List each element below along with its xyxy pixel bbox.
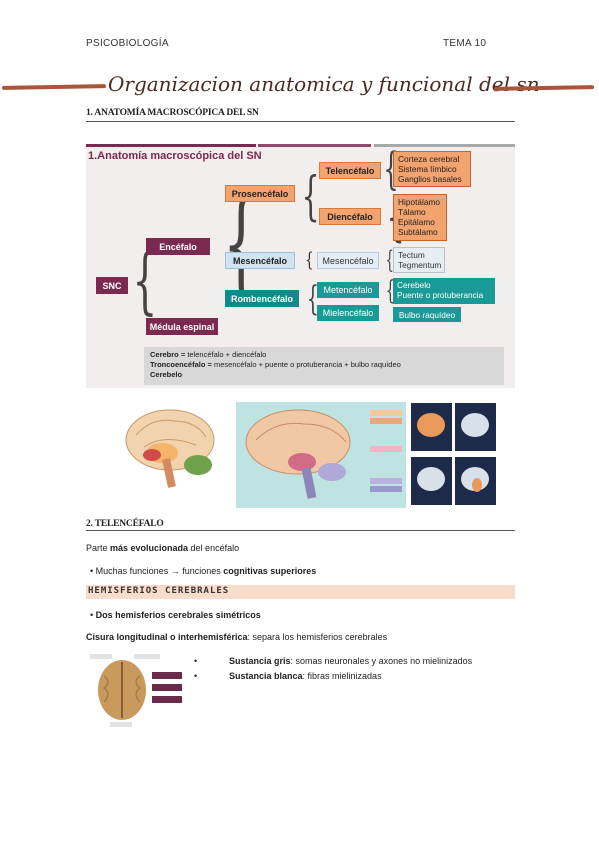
title-stroke-right bbox=[493, 85, 595, 91]
list-item: Cerebelo bbox=[397, 280, 431, 290]
brain-divisions-illustration bbox=[236, 402, 406, 508]
cisura-text: Cisura longitudinal o interhemisférica: … bbox=[86, 632, 388, 642]
diencefalo-box: Diencéfalo bbox=[319, 208, 381, 225]
header-subject: PSICOBIOLOGÍA bbox=[86, 38, 169, 49]
section-rule bbox=[86, 530, 515, 531]
rombencefalo-box: Rombencéfalo bbox=[225, 290, 299, 307]
sustancia-blanca-item: • bbox=[194, 671, 198, 681]
list-item: Tegmentum bbox=[398, 260, 442, 270]
list-item: Tectum bbox=[398, 250, 425, 260]
section-heading-telencefalo: 2. TELENCÉFALO bbox=[86, 519, 164, 529]
list-item: Subtálamo bbox=[398, 227, 438, 237]
sn-diagram: 1.Anatomía macroscópica del SN SNC { Enc… bbox=[86, 144, 515, 388]
summary-box: Cerebro = telencéfalo + diencéfalo Tronc… bbox=[144, 347, 504, 385]
list-item: Puente o protuberancia bbox=[397, 290, 484, 300]
metencefalo-box: Metencéfalo bbox=[317, 282, 379, 298]
summary-line: Cerebelo bbox=[150, 370, 183, 379]
sustancia-gris-text: Sustancia gris: somas neuronales y axone… bbox=[229, 656, 473, 666]
brace-metencefalo: { bbox=[385, 276, 395, 306]
mielencefalo-box: Mielencéfalo bbox=[317, 305, 379, 321]
section-heading-anatomia: 1. ANATOMÍA MACROSCÓPICA DEL SN bbox=[86, 108, 259, 118]
encefalo-box: Encéfalo bbox=[146, 238, 210, 255]
metencefalo-list: Cerebelo Puente o protuberancia bbox=[393, 278, 495, 304]
telencefalo-box: Telencéfalo bbox=[319, 162, 381, 179]
diagram-bar-purple bbox=[258, 144, 371, 147]
brace-prosencefalo: { bbox=[301, 167, 320, 227]
page-title: Organizacion anatomica y funcional del s… bbox=[108, 72, 540, 96]
list-item: Tálamo bbox=[398, 207, 426, 217]
list-item: Hipotálamo bbox=[398, 197, 440, 207]
hemisferios-heading-band: HEMISFERIOS CEREBRALES bbox=[86, 585, 515, 599]
list-item: Corteza cerebral bbox=[398, 154, 460, 164]
brace-encefalo: { bbox=[222, 176, 260, 311]
brain-lateral-illustration bbox=[100, 395, 224, 507]
hemisferios-bullet: • Dos hemisferios cerebrales simétricos bbox=[90, 610, 261, 620]
telencefalo-intro: Parte más evolucionada del encéfalo bbox=[86, 543, 240, 553]
diagram-heading: 1.Anatomía macroscópica del SN bbox=[88, 150, 262, 162]
summary-line: Troncoencéfalo = mesencéfalo + puente o … bbox=[150, 360, 401, 369]
mesencefalo-box: Mesencéfalo bbox=[225, 252, 295, 269]
list-item: Ganglios basales bbox=[398, 174, 462, 184]
section-rule bbox=[86, 121, 515, 122]
brace-rombencefalo: { bbox=[306, 279, 319, 319]
header-topic: TEMA 10 bbox=[443, 38, 487, 49]
summary-line: Cerebro = telencéfalo + diencéfalo bbox=[150, 350, 267, 359]
telencefalo-list: Corteza cerebral Sistema límbico Ganglio… bbox=[393, 151, 471, 187]
list-item: Epitálamo bbox=[398, 217, 435, 227]
sustancia-gris-item: • bbox=[194, 656, 198, 666]
hemisferios-heading: HEMISFERIOS CEREBRALES bbox=[88, 586, 230, 596]
medula-box: Médula espinal bbox=[146, 318, 218, 335]
brace-snc: { bbox=[132, 238, 158, 322]
brain-sections-illustration bbox=[411, 403, 497, 507]
brace-mesencefalo: { bbox=[304, 247, 314, 271]
prosencefalo-box: Prosencéfalo bbox=[225, 185, 295, 202]
brain-top-illustration bbox=[86, 652, 188, 728]
telencefalo-bullet: • Muchas funciones → funciones cognitiva… bbox=[90, 566, 317, 576]
title-stroke-left bbox=[1, 84, 107, 90]
diencefalo-list: Hipotálamo Tálamo Epitálamo Subtálamo bbox=[393, 194, 447, 241]
diagram-bar-maroon bbox=[86, 144, 256, 147]
mesencefalo-list: Tectum Tegmentum bbox=[393, 247, 445, 273]
snc-box: SNC bbox=[96, 277, 128, 294]
list-item: Sistema límbico bbox=[398, 164, 457, 174]
mielencefalo-list: Bulbo raquídeo bbox=[393, 307, 461, 322]
brace-mesencefalo-sub: { bbox=[385, 246, 394, 274]
sustancia-blanca-text: Sustancia blanca: fibras mielinizadas bbox=[229, 671, 382, 681]
diagram-bar-gray bbox=[374, 144, 515, 147]
mesencefalo-sub-box: Mesencéfalo bbox=[317, 252, 379, 269]
